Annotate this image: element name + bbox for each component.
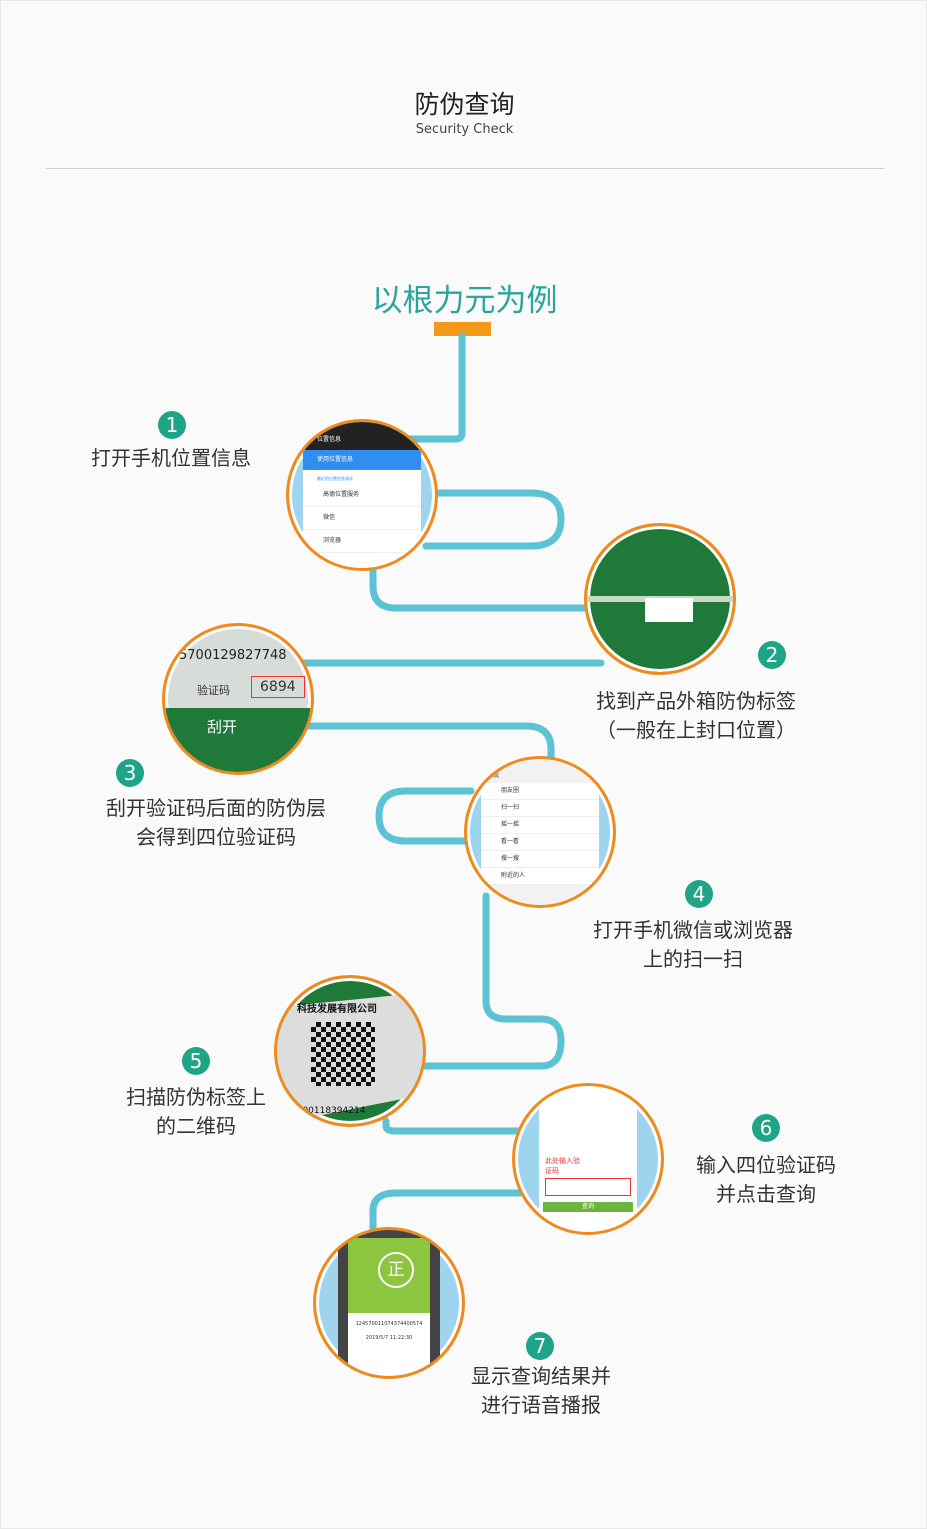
step-2-badge: 2: [758, 641, 786, 669]
code-label: 验证码: [197, 684, 230, 697]
screen-header: 位置信息: [303, 422, 421, 450]
step-6-caption: 输入四位验证码 并点击查询: [696, 1153, 836, 1206]
scratch-label: 刮开: [207, 718, 238, 736]
step-7-caption: 显示查询结果并 进行语音播报: [471, 1364, 611, 1417]
step-1-caption: 打开手机位置信息: [91, 446, 251, 470]
title-underline-bar: [434, 322, 491, 336]
list-item: 浏览器: [303, 530, 421, 553]
query-button: 查询: [543, 1202, 633, 1212]
step-2-image: [584, 523, 736, 675]
list-item: 扫一扫: [481, 800, 599, 817]
step-5-caption: 扫描防伪标签上 的二维码: [126, 1085, 266, 1138]
step-4-image: 发现 朋友圈 扫一扫 摇一摇 看一看 搜一搜 附近的人: [464, 756, 616, 908]
serial-number: 5700118394214: [291, 1106, 366, 1116]
query-date: 2019/5/7 11:22:30: [365, 1335, 413, 1341]
step-2-caption: 找到产品外箱防伪标签 （一般在上封口位置）: [596, 689, 796, 742]
verification-code: 6894: [251, 676, 305, 698]
product-code: 124570011074374400574: [355, 1321, 423, 1327]
security-label-icon: [645, 598, 693, 622]
step-1-image: 位置信息 使用位置信息 最近的位置信息请求 高德位置服务 微信 浏览器: [286, 419, 438, 571]
step-3-badge: 3: [116, 759, 144, 787]
list-item: 附近的人: [481, 868, 599, 885]
page-subtitle: Security Check: [415, 122, 514, 137]
list-item: 朋友圈: [481, 783, 599, 800]
serial-number: 5700129827748: [179, 648, 287, 663]
company-name: 科技发展有限公司: [297, 1004, 377, 1015]
list-item: 看一看: [481, 834, 599, 851]
step-7-image: 正 124570011074374400574 2019/5/7 11:22:3…: [313, 1227, 465, 1379]
list-item: 高德位置服务: [303, 484, 421, 507]
step-4-badge: 4: [685, 880, 713, 908]
list-item: 搜一搜: [481, 851, 599, 868]
toggle-label: 使用位置信息: [303, 450, 421, 470]
step-6-image: 此处输入验证码 查询: [512, 1083, 664, 1235]
main-title: 以根力元为例: [371, 283, 558, 319]
step-5-badge: 5: [182, 1047, 210, 1075]
step-5-image: 科技发展有限公司 5700118394214: [274, 975, 426, 1127]
input-hint: 此处输入验证码: [545, 1157, 580, 1175]
list-item: 摇一摇: [481, 817, 599, 834]
step-3-caption: 刮开验证码后面的防伪层 会得到四位验证码: [106, 796, 326, 849]
step-7-badge: 7: [526, 1332, 554, 1360]
list-item: 微信: [303, 507, 421, 530]
qr-code-icon: [311, 1022, 375, 1086]
page-title: 防伪查询: [414, 90, 515, 119]
step-3-image: 5700129827748 验证码 6894 刮开: [162, 623, 314, 775]
step-6-badge: 6: [752, 1114, 780, 1142]
step-4-caption: 打开手机微信或浏览器 上的扫一扫: [593, 918, 793, 971]
authentic-seal: 正: [378, 1252, 414, 1288]
step-1-badge: 1: [158, 411, 186, 439]
divider: [46, 168, 884, 169]
screen-header: 发现: [487, 772, 500, 779]
code-input: [545, 1178, 631, 1196]
section-label: 最近的位置信息请求: [317, 476, 353, 481]
